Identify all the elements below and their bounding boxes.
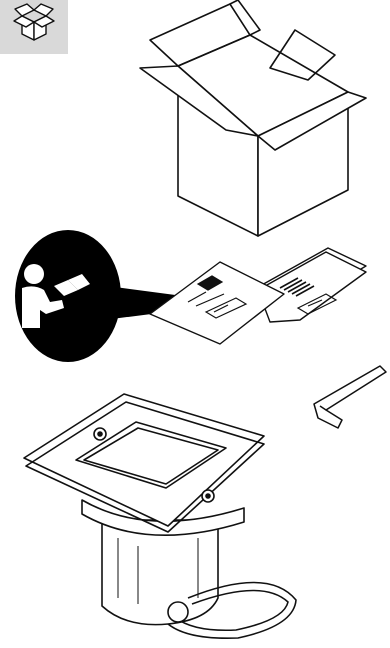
hex-allen-key-icon bbox=[313, 365, 387, 429]
open-cardboard-box-icon bbox=[139, 0, 367, 237]
read-manual-icon bbox=[15, 230, 198, 362]
unpack-box-icon bbox=[13, 3, 55, 41]
instruction-sheets-icon bbox=[149, 247, 367, 345]
recessed-square-light-fixture-icon bbox=[23, 393, 297, 640]
section-badge bbox=[0, 0, 68, 54]
